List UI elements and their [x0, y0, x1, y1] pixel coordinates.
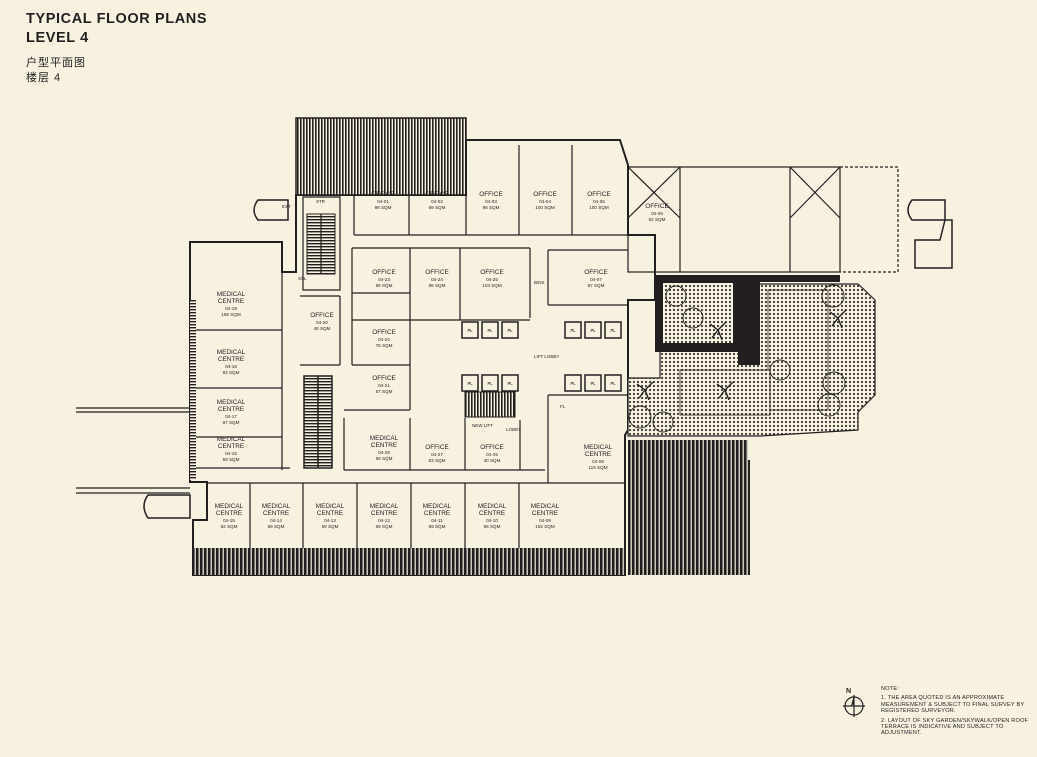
ext-label: EXT [282, 204, 291, 209]
lobby-label: LOBBY [506, 427, 521, 432]
lift-label: PL [610, 381, 616, 386]
lift-label: PL [467, 381, 473, 386]
left-walkway [76, 407, 190, 494]
title-line-1: TYPICAL FLOOR PLANS [26, 11, 208, 27]
plan-notes: NOTE: 1. THE AREA QUOTED IS AN APPROXIMA… [881, 686, 1031, 740]
escalator-left [303, 375, 333, 469]
subtitle-line-2: 楼层 4 [26, 72, 62, 84]
building-outline [189, 139, 656, 576]
roof-void-right [627, 166, 899, 273]
facade-hatch-bottom-right [628, 440, 748, 575]
grille-edge [748, 460, 750, 575]
subtitle-line-1: 户型平面图 [26, 57, 86, 69]
lift-label: PL [507, 328, 513, 333]
bins-label: BINS [534, 280, 545, 285]
lift-label: PL [467, 328, 473, 333]
note-item-2: 2. LAYOUT OF SKY GARDEN/SKYWALK/OPEN ROO… [881, 717, 1029, 737]
staircase-lobby [464, 391, 516, 418]
ssl-label: SSL [298, 276, 307, 281]
page-subtitle: 户型平面图 楼层 4 [26, 56, 86, 86]
facade-hatch-left [190, 300, 196, 480]
staircase-top [302, 196, 341, 291]
lift-label: PL [590, 381, 596, 386]
str-label: STR [316, 199, 326, 204]
lift-label: PL [570, 381, 576, 386]
notes-heading: NOTE: [881, 686, 900, 692]
lift-label: PL [590, 328, 596, 333]
note-item-1: 1. THE AREA QUOTED IS AN APPROXIMATE MEA… [881, 695, 1025, 715]
north-label: N [846, 688, 851, 695]
lift-label: PL [487, 328, 493, 333]
lift-label: PL [507, 381, 513, 386]
facade-hatch-bottom [193, 548, 625, 575]
sky-garden [627, 275, 876, 437]
roof-hatch-top [295, 117, 467, 196]
lift-label: PL [610, 328, 616, 333]
new-lift-label: NEW LIFT [472, 423, 493, 428]
lift-banks [461, 321, 622, 392]
page-title: TYPICAL FLOOR PLANS LEVEL 4 [26, 10, 207, 48]
interior-walls [196, 140, 628, 548]
lift-label: PL [487, 381, 493, 386]
title-line-2: LEVEL 4 [26, 30, 89, 46]
stair-turrets [143, 199, 953, 519]
lift-label: PL [570, 328, 576, 333]
north-arrow-icon: N [843, 688, 865, 717]
service-labels: LIFT LOBBY LOBBY NEW LIFT BINS STR FL EX… [282, 199, 566, 432]
lift-lobby-label: LIFT LOBBY [534, 354, 559, 359]
fl-label: FL [560, 404, 566, 409]
